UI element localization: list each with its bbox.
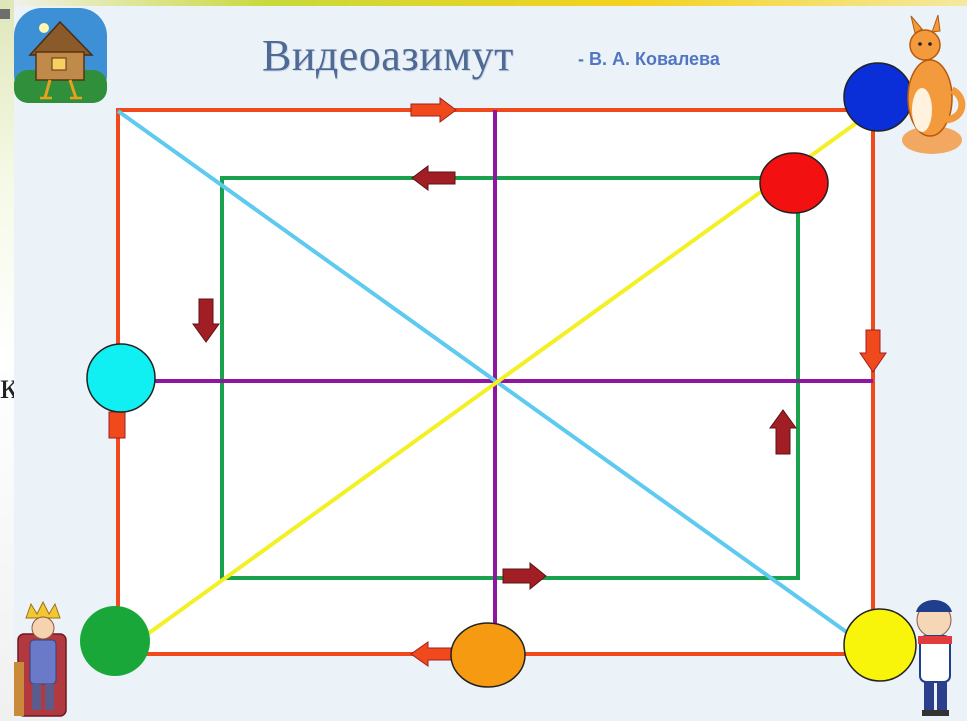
left-accent-band — [0, 0, 14, 721]
slide-author: - В. А. Ковалева — [578, 49, 720, 69]
arrow-down-right — [859, 329, 887, 373]
king-on-throne-icon — [14, 600, 67, 717]
top-accent-band — [0, 0, 967, 10]
arrow-down-left — [192, 298, 220, 343]
red-circle — [759, 152, 829, 214]
cyan-circle-stem — [108, 411, 126, 439]
hut-on-chicken-legs-icon — [14, 8, 107, 103]
green-circle — [80, 606, 150, 676]
orange-circle — [450, 622, 526, 688]
arrow-right-top — [410, 97, 457, 123]
arrow-left-upper — [411, 165, 456, 191]
yellow-circle — [843, 608, 917, 682]
arrow-left-bottom — [410, 641, 452, 667]
slide-title: Видеоазимут — [262, 31, 514, 80]
blue-circle — [843, 62, 913, 132]
cyan-circle — [86, 343, 156, 413]
fox-icon — [902, 14, 966, 154]
arrow-up-right — [769, 409, 797, 455]
boy-with-scarf-icon — [916, 600, 952, 716]
arrow-right-lower — [502, 561, 547, 591]
bullet-square — [0, 9, 10, 19]
diagonal-yellow-line — [122, 109, 875, 653]
